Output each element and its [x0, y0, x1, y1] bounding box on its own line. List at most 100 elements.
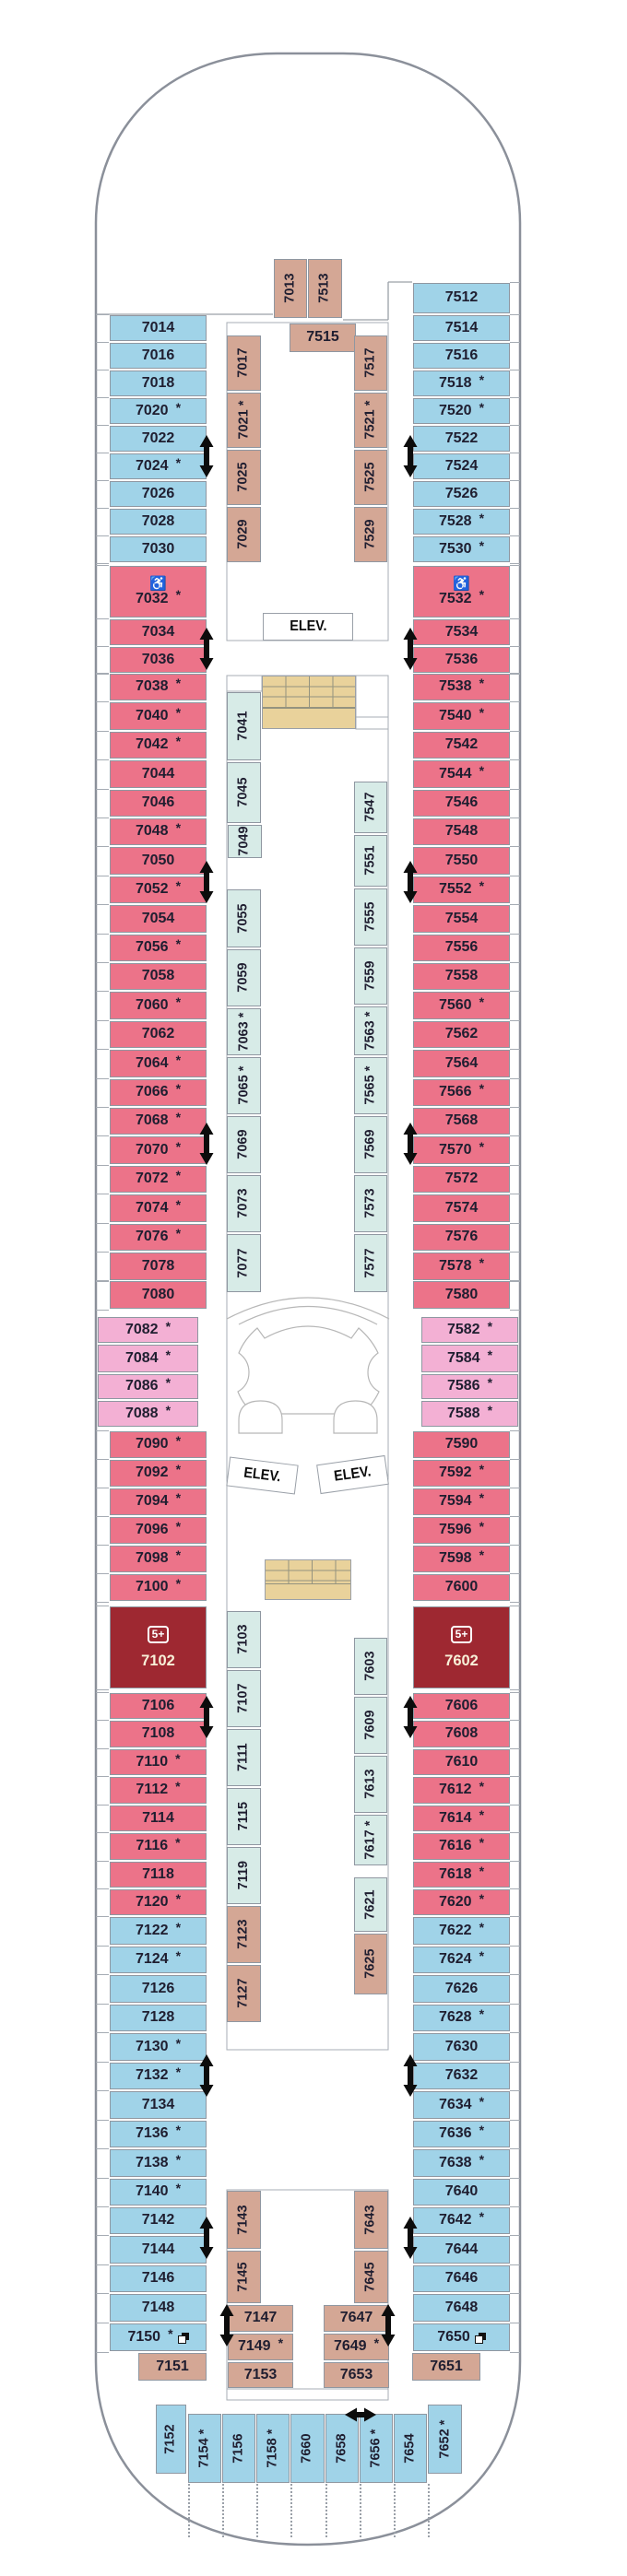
cabin-7108[interactable]: 7108 — [110, 1721, 207, 1747]
cabin-7122[interactable]: 7122* — [110, 1917, 207, 1945]
cabin-7127[interactable]: 7127 — [227, 1965, 261, 2022]
cabin-7632[interactable]: 7632 — [413, 2063, 510, 2089]
cabin-7513[interactable]: 7513 — [308, 259, 342, 318]
cabin-7558[interactable]: 7558 — [413, 963, 510, 990]
cabin-7040[interactable]: 7040* — [110, 702, 207, 730]
cabin-7082[interactable]: 7082* — [98, 1317, 198, 1343]
cabin-7532[interactable]: ♿7532* — [413, 566, 510, 618]
cabin-7602[interactable]: 5+7602 — [413, 1606, 510, 1688]
cabin-7577[interactable]: 7577 — [354, 1234, 387, 1292]
cabin-7158[interactable]: 7158 * — [256, 2414, 290, 2483]
cabin-7620[interactable]: 7620* — [413, 1889, 510, 1915]
cabin-7146[interactable]: 7146 — [110, 2265, 207, 2292]
cabin-7102[interactable]: 5+7102 — [110, 1606, 207, 1688]
cabin-7088[interactable]: 7088* — [98, 1401, 198, 1427]
cabin-7038[interactable]: 7038* — [110, 674, 207, 700]
cabin-7042[interactable]: 7042* — [110, 732, 207, 759]
cabin-7548[interactable]: 7548 — [413, 818, 510, 845]
cabin-7052[interactable]: 7052* — [110, 876, 207, 903]
cabin-7622[interactable]: 7622* — [413, 1917, 510, 1945]
cabin-7536[interactable]: 7536 — [413, 647, 510, 673]
cabin-7056[interactable]: 7056* — [110, 935, 207, 961]
cabin-7111[interactable]: 7111 — [227, 1729, 261, 1786]
cabin-7647[interactable]: 7647 — [324, 2305, 389, 2332]
cabin-7650[interactable]: 7650 — [413, 2323, 510, 2351]
cabin-7621[interactable]: 7621 — [354, 1877, 387, 1932]
cabin-7592[interactable]: 7592* — [413, 1460, 510, 1487]
cabin-7574[interactable]: 7574 — [413, 1194, 510, 1222]
cabin-7022[interactable]: 7022 — [110, 426, 207, 452]
cabin-7656[interactable]: 7656 * — [360, 2414, 393, 2483]
cabin-7070[interactable]: 7070* — [110, 1136, 207, 1164]
cabin-7064[interactable]: 7064* — [110, 1050, 207, 1077]
cabin-7029[interactable]: 7029 — [227, 507, 261, 562]
cabin-7062[interactable]: 7062 — [110, 1021, 207, 1048]
cabin-7060[interactable]: 7060* — [110, 992, 207, 1019]
cabin-7030[interactable]: 7030 — [110, 536, 207, 562]
cabin-7554[interactable]: 7554 — [413, 905, 510, 933]
cabin-7534[interactable]: 7534 — [413, 619, 510, 645]
cabin-7153[interactable]: 7153 — [228, 2362, 293, 2388]
cabin-7644[interactable]: 7644 — [413, 2236, 510, 2264]
cabin-7517[interactable]: 7517 — [354, 335, 387, 391]
cabin-7603[interactable]: 7603 — [354, 1638, 387, 1695]
cabin-7100[interactable]: 7100* — [110, 1574, 207, 1601]
cabin-7516[interactable]: 7516 — [413, 343, 510, 369]
cabin-7116[interactable]: 7116* — [110, 1833, 207, 1860]
cabin-7138[interactable]: 7138* — [110, 2149, 207, 2177]
cabin-7540[interactable]: 7540* — [413, 702, 510, 730]
cabin-7156[interactable]: 7156 — [222, 2414, 255, 2483]
cabin-7016[interactable]: 7016 — [110, 343, 207, 369]
cabin-7140[interactable]: 7140* — [110, 2179, 207, 2205]
cabin-7590[interactable]: 7590 — [413, 1431, 510, 1458]
cabin-7526[interactable]: 7526 — [413, 481, 510, 507]
cabin-7658[interactable]: 7658 — [325, 2414, 359, 2483]
cabin-7572[interactable]: 7572 — [413, 1166, 510, 1193]
cabin-7660[interactable]: 7660 — [290, 2414, 325, 2483]
cabin-7045[interactable]: 7045 — [227, 762, 261, 823]
cabin-7614[interactable]: 7614* — [413, 1806, 510, 1831]
cabin-7642[interactable]: 7642* — [413, 2207, 510, 2234]
cabin-7078[interactable]: 7078 — [110, 1253, 207, 1280]
cabin-7573[interactable]: 7573 — [354, 1175, 387, 1232]
cabin-7645[interactable]: 7645 — [354, 2251, 388, 2303]
cabin-7646[interactable]: 7646 — [413, 2265, 510, 2292]
cabin-7529[interactable]: 7529 — [354, 507, 387, 562]
cabin-7118[interactable]: 7118 — [110, 1862, 207, 1888]
cabin-7103[interactable]: 7103 — [227, 1611, 261, 1668]
cabin-7522[interactable]: 7522 — [413, 426, 510, 452]
cabin-7132[interactable]: 7132* — [110, 2063, 207, 2089]
cabin-7084[interactable]: 7084* — [98, 1345, 198, 1372]
cabin-7562[interactable]: 7562 — [413, 1021, 510, 1048]
cabin-7094[interactable]: 7094* — [110, 1488, 207, 1515]
cabin-7054[interactable]: 7054 — [110, 905, 207, 933]
cabin-7609[interactable]: 7609 — [354, 1697, 387, 1754]
cabin-7069[interactable]: 7069 — [227, 1116, 261, 1173]
cabin-7098[interactable]: 7098* — [110, 1546, 207, 1572]
cabin-7628[interactable]: 7628* — [413, 2005, 510, 2031]
cabin-7072[interactable]: 7072* — [110, 1166, 207, 1193]
cabin-7640[interactable]: 7640 — [413, 2179, 510, 2205]
cabin-7128[interactable]: 7128 — [110, 2005, 207, 2031]
cabin-7584[interactable]: 7584* — [421, 1345, 518, 1372]
cabin-7142[interactable]: 7142 — [110, 2207, 207, 2234]
cabin-7028[interactable]: 7028 — [110, 509, 207, 535]
cabin-7126[interactable]: 7126 — [110, 1975, 207, 2003]
cabin-7643[interactable]: 7643 — [354, 2191, 388, 2249]
cabin-7594[interactable]: 7594* — [413, 1488, 510, 1515]
cabin-7090[interactable]: 7090* — [110, 1431, 207, 1458]
cabin-7580[interactable]: 7580 — [413, 1281, 510, 1309]
cabin-7034[interactable]: 7034 — [110, 619, 207, 645]
cabin-7616[interactable]: 7616* — [413, 1833, 510, 1860]
cabin-7086[interactable]: 7086* — [98, 1374, 198, 1399]
cabin-7144[interactable]: 7144 — [110, 2236, 207, 2264]
cabin-7634[interactable]: 7634* — [413, 2091, 510, 2119]
cabin-7041[interactable]: 7041 — [227, 692, 261, 760]
cabin-7586[interactable]: 7586* — [421, 1374, 518, 1399]
cabin-7049[interactable]: 7049 — [228, 825, 262, 858]
cabin-7546[interactable]: 7546 — [413, 790, 510, 817]
cabin-7106[interactable]: 7106 — [110, 1693, 207, 1719]
cabin-7120[interactable]: 7120* — [110, 1889, 207, 1915]
cabin-7556[interactable]: 7556 — [413, 935, 510, 961]
cabin-7649[interactable]: 7649* — [324, 2334, 389, 2360]
